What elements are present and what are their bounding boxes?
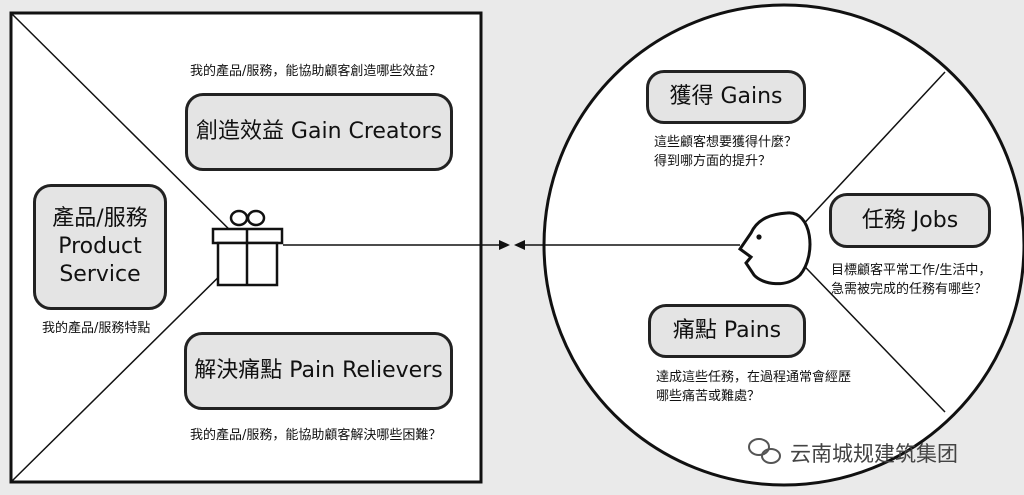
- gains-box: 獲得 Gains: [646, 70, 806, 124]
- pain-relievers-label: 解決痛點 Pain Relievers: [194, 358, 443, 383]
- face-icon: [737, 211, 812, 286]
- gain-creators-box: 創造效益 Gain Creators: [185, 93, 453, 171]
- jobs-box: 任務 Jobs: [829, 193, 991, 248]
- wechat-icon: [748, 438, 781, 464]
- gain-creators-question: 我的產品/服務，能協助顧客創造哪些效益？: [190, 64, 442, 79]
- jobs-question-line1: 目標顧客平常工作/生活中，: [831, 263, 992, 278]
- pain-relievers-box: 解決痛點 Pain Relievers: [184, 332, 453, 410]
- product-service-label-line1: 產品/服務: [52, 206, 148, 231]
- jobs-question-line2: 急需被完成的任務有哪些？: [831, 282, 988, 297]
- pains-label: 痛點 Pains: [672, 318, 782, 343]
- value-map-diagonal-top: [10, 12, 249, 249]
- product-service-label-line3: Service: [59, 262, 141, 287]
- gains-question-line2: 得到哪方面的提升？: [654, 154, 772, 169]
- gains-question-line1: 這些顧客想要獲得什麼？: [654, 135, 798, 150]
- arrow-head-left: [499, 240, 510, 250]
- customer-profile-line-top: [783, 71, 946, 246]
- gift-icon: [211, 209, 284, 287]
- customer-profile-line-bottom: [783, 244, 946, 413]
- gains-label: 獲得 Gains: [669, 84, 783, 109]
- pains-box: 痛點 Pains: [648, 304, 806, 358]
- value-map-diagonal-bottom: [10, 247, 249, 483]
- arrow-head-right: [514, 240, 525, 250]
- pain-relievers-question: 我的產品/服務，能協助顧客解決哪些困難？: [190, 428, 442, 443]
- watermark-text: 云南城规建筑集团: [790, 442, 958, 466]
- product-service-box: 產品/服務 Product Service: [33, 184, 167, 310]
- product-service-label-line2: Product: [58, 234, 142, 259]
- pains-question-line1: 達成這些任務，在過程通常會經歷: [656, 370, 852, 385]
- pains-question-line2: 哪些痛苦或難處？: [656, 389, 761, 404]
- jobs-label: 任務 Jobs: [861, 207, 959, 233]
- product-service-note: 我的產品/服務特點: [42, 321, 151, 336]
- gain-creators-label: 創造效益 Gain Creators: [195, 119, 443, 144]
